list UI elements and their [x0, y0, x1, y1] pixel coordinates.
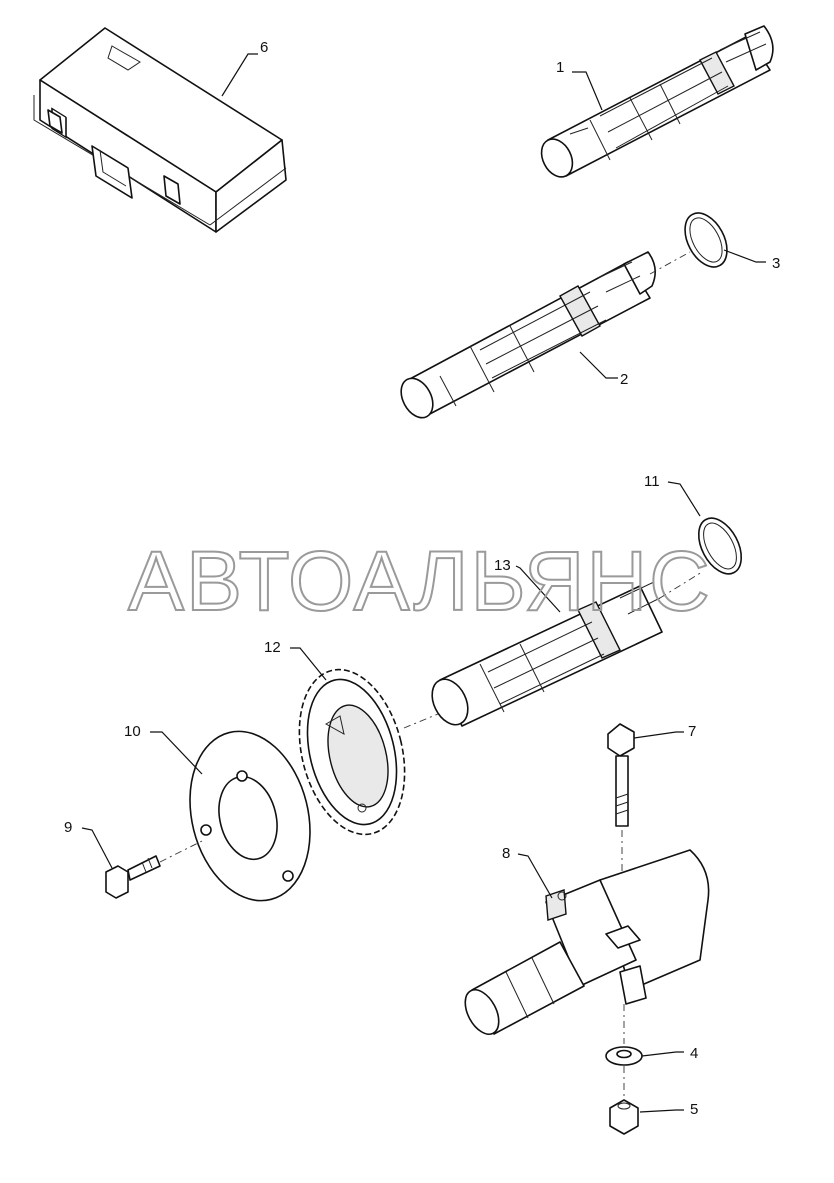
- part-12-sprocket: [298, 668, 406, 836]
- callout-8: 8: [502, 845, 510, 862]
- leader-9: [81, 827, 113, 869]
- part-5-nut: [609, 1099, 639, 1135]
- leader-12: [290, 647, 327, 681]
- callout-9: 9: [64, 819, 72, 836]
- part-9-bolt: [105, 855, 161, 899]
- part-13-shaft: [431, 581, 663, 727]
- callout-1: 1: [556, 59, 564, 76]
- part-10-flange: [189, 730, 311, 902]
- callout-10: 10: [124, 723, 141, 740]
- callout-2: 2: [620, 371, 628, 388]
- leader-8: [517, 853, 553, 899]
- part-6-tool-case: [33, 27, 287, 233]
- watermark-text: АВТОАЛЬЯНС: [128, 534, 712, 628]
- part-4-washer: [605, 1046, 643, 1066]
- leader-4: [641, 1051, 684, 1057]
- leader-13: [515, 565, 561, 613]
- part-7-bolt: [607, 723, 635, 827]
- callout-13: 13: [494, 557, 511, 574]
- callout-3: 3: [772, 255, 780, 272]
- callout-6: 6: [260, 39, 268, 56]
- leader-10: [150, 731, 203, 775]
- leader-5: [639, 1109, 684, 1113]
- callout-4: 4: [690, 1045, 698, 1062]
- axis-12-13: [403, 713, 439, 729]
- callout-7: 7: [688, 723, 696, 740]
- part-8-coupling: [464, 849, 710, 1035]
- callout-5: 5: [690, 1101, 698, 1118]
- callout-11: 11: [644, 473, 660, 490]
- leader-1: [572, 71, 603, 111]
- leader-11: [667, 481, 701, 517]
- leader-3: [723, 249, 766, 263]
- leader-6: [221, 53, 258, 97]
- axis-9-10: [159, 839, 205, 863]
- part-2-shaft: [400, 251, 656, 419]
- callout-12: 12: [264, 639, 281, 656]
- part-1-shaft: [540, 25, 774, 178]
- leader-2: [579, 351, 618, 379]
- part-3-ring: [684, 212, 728, 268]
- part-11-ring: [697, 517, 743, 575]
- axis-2-3: [649, 251, 691, 275]
- leader-7: [633, 731, 684, 739]
